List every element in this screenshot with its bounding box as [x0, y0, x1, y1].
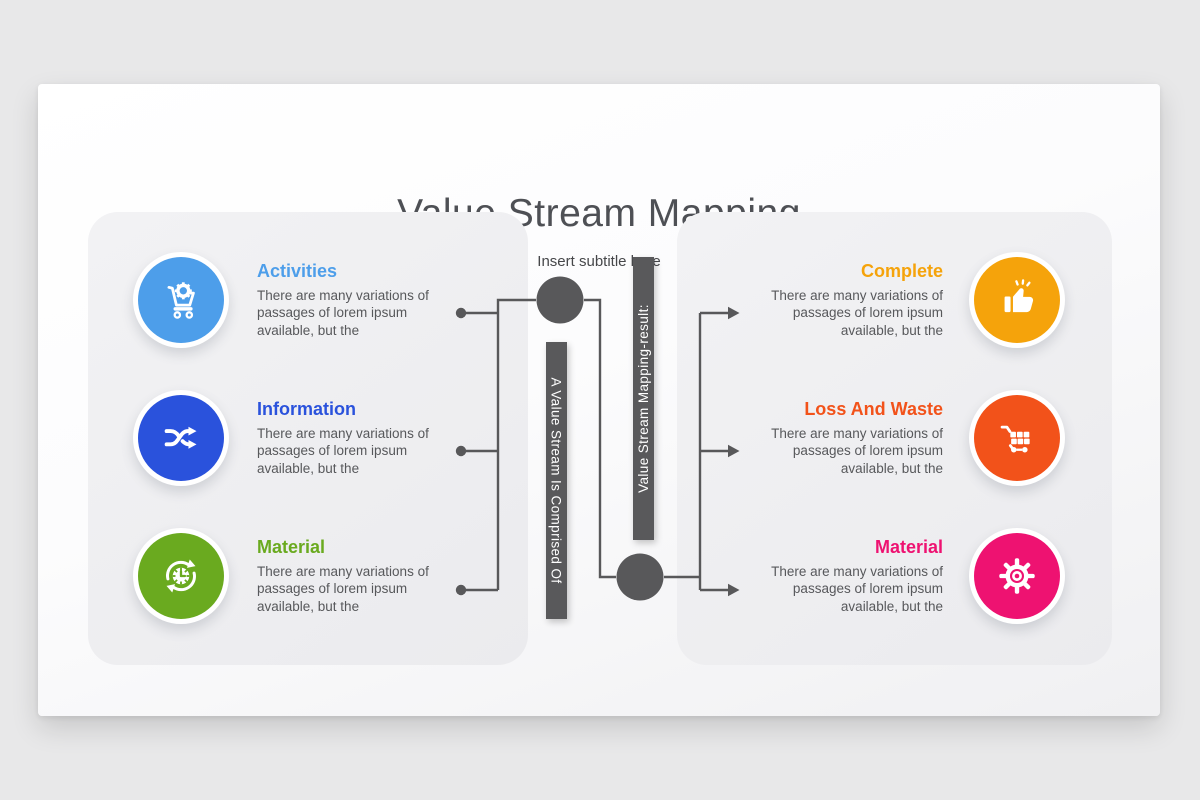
item-title: Activities — [257, 261, 338, 282]
badge-circle — [974, 395, 1060, 481]
item-desc: There are many variations of passages of… — [771, 288, 943, 338]
item-text: Complete There are many variations of pa… — [757, 261, 943, 338]
cart-gear-icon — [167, 282, 195, 319]
list-item-material-left: Material There are many variations of pa… — [133, 528, 528, 624]
item-desc: There are many variations of passages of… — [257, 288, 429, 338]
badge-circle — [974, 533, 1060, 619]
list-item-complete: Complete There are many variations of pa… — [757, 252, 1065, 348]
item-desc: There are many variations of passages of… — [257, 426, 429, 476]
item-text: Information There are many variations of… — [257, 399, 443, 476]
left-vertical-bar-label: A Value Stream Is Comprised Of — [549, 377, 565, 584]
thumbs-up-icon — [1004, 279, 1034, 313]
badge-material-right — [969, 528, 1065, 624]
item-text: Material There are many variations of pa… — [757, 537, 943, 614]
item-text: Loss And Waste There are many variations… — [757, 399, 943, 476]
list-item-information: Information There are many variations of… — [133, 390, 528, 486]
list-item-material-right: Material There are many variations of pa… — [757, 528, 1065, 624]
badge-circle — [974, 257, 1060, 343]
badge-loss-and-waste — [969, 390, 1065, 486]
page-subtitle: Insert subtitle here — [537, 253, 661, 270]
list-item-loss-and-waste: Loss And Waste There are many variations… — [757, 390, 1065, 486]
item-text: Activities There are many variations of … — [257, 261, 443, 338]
badge-material-left — [133, 528, 229, 624]
item-title: Complete — [860, 261, 943, 282]
cart-items-icon — [1000, 425, 1030, 453]
item-desc: There are many variations of passages of… — [771, 426, 943, 476]
panel-left: Activities There are many variations of … — [81, 205, 535, 672]
clock-cycle-icon — [166, 559, 196, 593]
item-title: Material — [874, 537, 943, 558]
badge-complete — [969, 252, 1065, 348]
item-title: Material — [257, 537, 326, 558]
badge-circle — [138, 395, 224, 481]
badge-activities — [133, 252, 229, 348]
gear-icon — [999, 558, 1035, 594]
shuffle-icon — [164, 426, 197, 449]
item-title: Loss And Waste — [804, 399, 943, 420]
badge-circle — [138, 257, 224, 343]
item-text: Material There are many variations of pa… — [257, 537, 443, 614]
badge-circle — [138, 533, 224, 619]
panel-right: Complete There are many variations of pa… — [670, 205, 1119, 672]
item-desc: There are many variations of passages of… — [257, 564, 429, 614]
item-title: Information — [257, 399, 356, 420]
badge-information — [133, 390, 229, 486]
item-desc: There are many variations of passages of… — [771, 564, 943, 614]
list-item-activities: Activities There are many variations of … — [133, 252, 528, 348]
right-vertical-bar-label: Value Stream Mapping-result: — [636, 304, 652, 493]
left-vertical-bar: A Value Stream Is Comprised Of — [546, 342, 567, 619]
right-vertical-bar: Value Stream Mapping-result: — [633, 257, 654, 540]
